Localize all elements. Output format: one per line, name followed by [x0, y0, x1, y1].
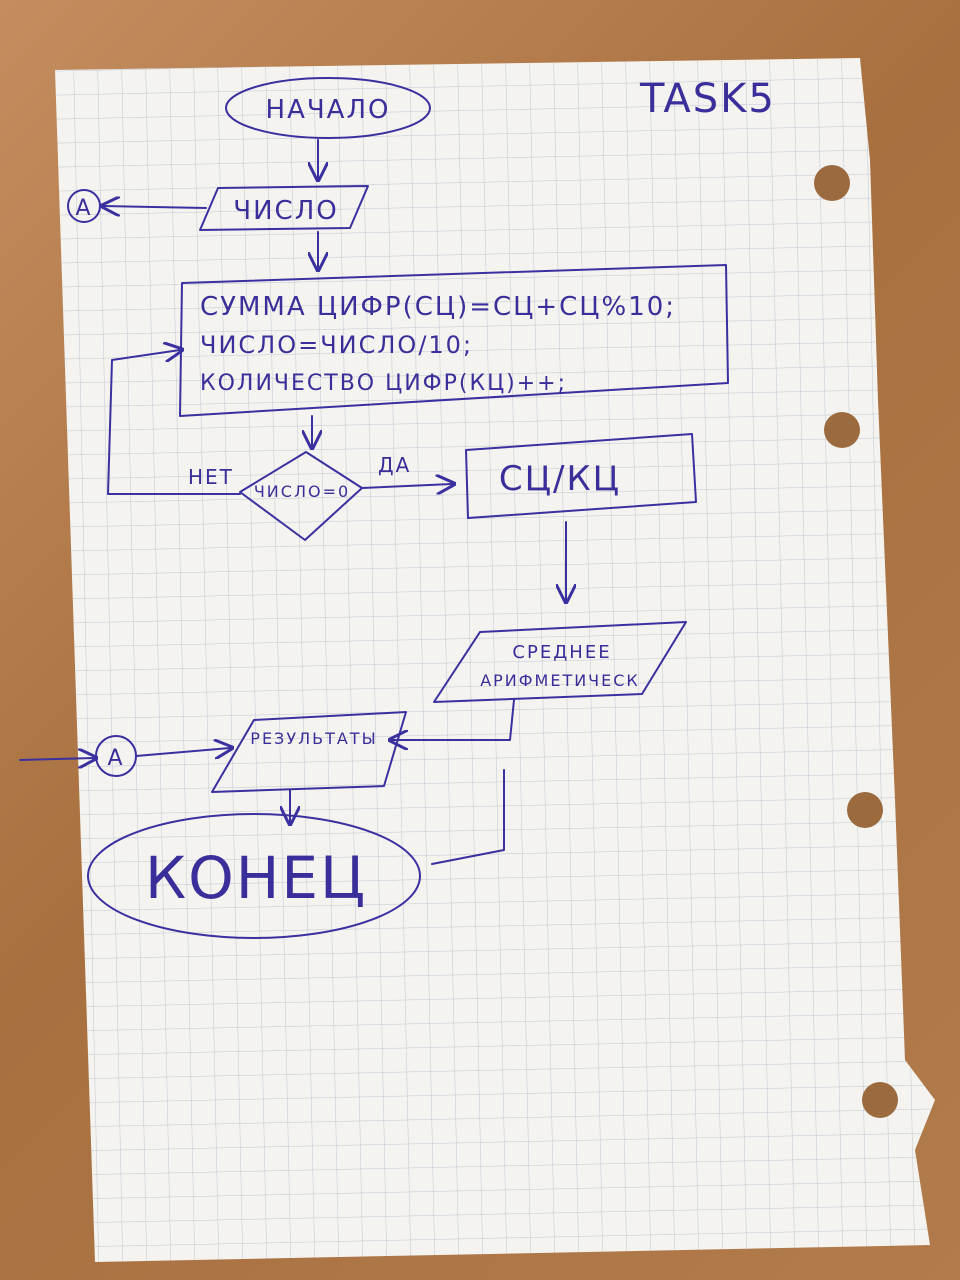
arrow-yes-division	[361, 484, 452, 488]
arrow-input-connector	[104, 206, 207, 208]
binder-hole	[847, 792, 883, 828]
yes-label: ДА	[378, 453, 411, 477]
results-label: РЕЗУЛЬТАТЫ	[250, 729, 377, 748]
division-box	[465, 433, 697, 519]
process-line-3: КОЛИЧЕСТВО ЦИФР(КЦ)++;	[200, 371, 567, 396]
binder-hole	[824, 412, 860, 448]
decision-label: ЧИСЛО=0	[254, 482, 350, 501]
process-line-1: СУММА ЦИФР(СЦ)=СЦ+СЦ%10;	[200, 292, 676, 322]
input-parallelogram	[199, 185, 369, 231]
decision-diamond	[239, 451, 363, 541]
end-label: КОНЕЦ	[145, 844, 367, 912]
scribbled-connector	[431, 769, 505, 865]
binder-hole	[814, 165, 850, 201]
connector-a-top-label: A	[75, 196, 92, 221]
division-label: СЦ/КЦ	[499, 459, 621, 499]
task-label: TASK5	[639, 76, 776, 122]
process-box	[179, 264, 729, 417]
start-terminal	[225, 77, 431, 139]
average-line-1: СРЕДНЕЕ	[512, 642, 611, 663]
start-label: НАЧАЛО	[266, 95, 391, 125]
input-label: ЧИСЛО	[233, 196, 338, 226]
no-label: НЕТ	[188, 465, 234, 489]
arrow-connector-results	[135, 748, 230, 756]
process-line-2: ЧИСЛО=ЧИСЛО/10;	[200, 331, 473, 359]
results-parallelogram	[211, 711, 407, 793]
average-line-2: АРИФМЕТИЧЕСК	[480, 671, 640, 690]
average-parallelogram	[433, 621, 687, 703]
arrow-average-results	[392, 699, 515, 740]
binder-hole	[862, 1082, 898, 1118]
arrow-edge-connector	[19, 758, 94, 760]
no-branch-loop	[107, 350, 241, 495]
connector-a-bottom-label: A	[107, 746, 124, 771]
paper-grid	[55, 58, 935, 1262]
end-terminal	[87, 813, 421, 939]
